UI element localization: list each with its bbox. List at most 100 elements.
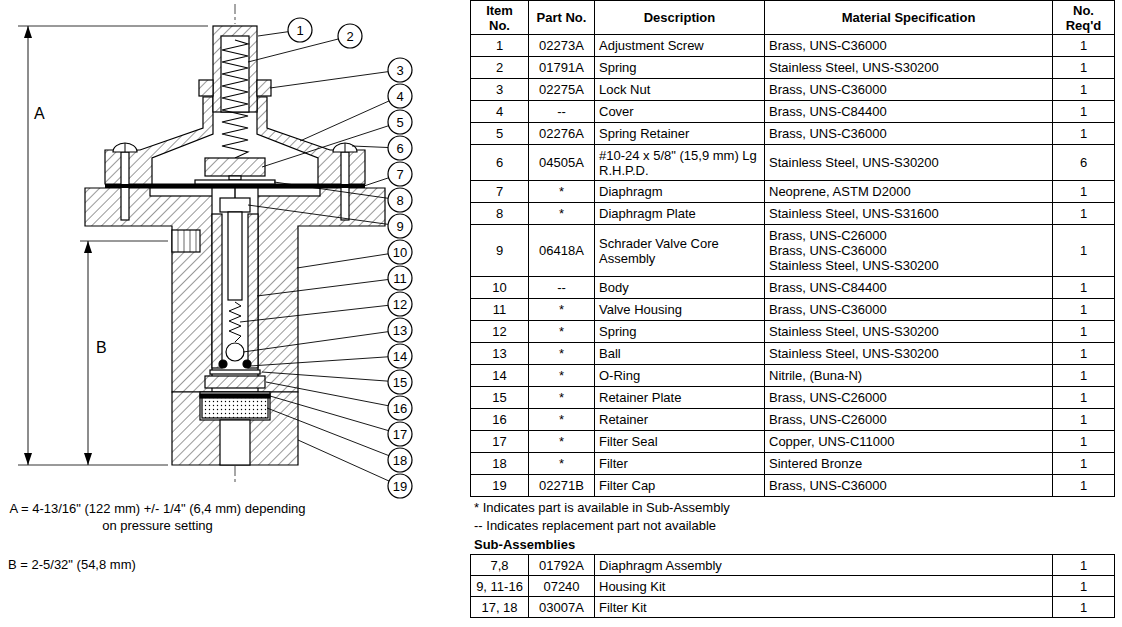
table-cell-text: Copper, UNS-C11000 <box>769 434 895 449</box>
table-cell: 1 <box>1052 452 1115 475</box>
table-cell-text: 1 <box>1080 38 1087 53</box>
callout-anchor: 3 <box>384 58 416 82</box>
table-cell: 15 <box>470 386 529 409</box>
table-cell: 1 <box>1052 386 1115 409</box>
table-cell: Stainless Steel, UNS-S30200 <box>764 342 1053 365</box>
table-cell: #10-24 x 5/8" (15,9 mm) Lg R.H.P.D. <box>594 144 765 181</box>
table-cell: 10 <box>470 276 529 299</box>
table-cell-text: 9, 11-16 <box>476 579 523 594</box>
table-cell-text: 1 <box>496 38 503 53</box>
table-cell-text: Filter Kit <box>599 600 647 615</box>
table-cell: * <box>528 452 595 475</box>
table-cell-text: * <box>559 324 564 339</box>
table-cell-text: 18 <box>492 456 506 471</box>
callout-number: 18 <box>393 453 407 468</box>
callout-number: 5 <box>396 115 403 130</box>
table-cell-text: 1 <box>1080 324 1087 339</box>
table-cell-text: 1 <box>1080 60 1087 75</box>
table-cell-text: O-Ring <box>599 368 640 383</box>
table-cell: 1 <box>1052 430 1115 453</box>
table-cell: Adjustment Screw <box>594 34 765 57</box>
callout-anchor: 17 <box>384 422 416 446</box>
table-cell-text: 1 <box>1080 280 1087 295</box>
callout-anchor: 2 <box>334 24 366 48</box>
callout-anchor: 7 <box>384 162 416 186</box>
callout-anchor: 1 <box>284 18 316 42</box>
table-cell-text: Body <box>599 280 629 295</box>
table-cell-text: * <box>559 302 564 317</box>
table-cell-text: Stainless Steel, UNS-S30200 <box>769 258 939 273</box>
table-cell-text: Spring <box>599 324 637 339</box>
table-cell: 7 <box>470 180 529 203</box>
table-cell-text: 14 <box>492 368 506 383</box>
callout-number: 19 <box>393 479 407 494</box>
table-cell: -- <box>528 100 595 123</box>
table-cell: Sub-Assemblies <box>470 534 1114 554</box>
table-cell-text: * <box>559 456 564 471</box>
table-cell: 01791A <box>528 56 595 79</box>
callout-anchor: 13 <box>384 318 416 342</box>
callout-anchor: 18 <box>384 448 416 472</box>
table-cell-text: 1 <box>1080 412 1087 427</box>
callout-number: 14 <box>393 349 407 364</box>
table-cell-text: 1 <box>1080 600 1087 615</box>
table-cell: Brass, UNS-C26000 <box>764 408 1053 431</box>
table-cell-text: Valve Housing <box>599 302 682 317</box>
table-cell: 7,8 <box>470 554 529 576</box>
table-cell: Filter Cap <box>594 474 765 497</box>
table-cell: Retainer <box>594 408 765 431</box>
table-note: * Indicates part is available in Sub-Ass… <box>474 500 730 515</box>
table-cell: 1 <box>1052 78 1115 101</box>
table-cell-text: 1 <box>1080 434 1087 449</box>
table-cell-text: 6 <box>1080 155 1087 170</box>
table-cell: Retainer Plate <box>594 386 765 409</box>
table-cell: * <box>528 180 595 203</box>
callout-number: 16 <box>393 401 407 416</box>
table-cell: -- <box>528 276 595 299</box>
table-cell-text: -- <box>557 104 566 119</box>
table-cell: 1 <box>1052 554 1115 576</box>
table-cell-text: Housing Kit <box>599 579 665 594</box>
table-cell: 1 <box>1052 100 1115 123</box>
table-cell: * <box>528 202 595 225</box>
table-cell-text: 1 <box>1080 368 1087 383</box>
table-cell-text: 01792A <box>539 558 584 573</box>
table-cell: Copper, UNS-C11000 <box>764 430 1053 453</box>
callout-number: 17 <box>393 427 407 442</box>
table-cell: 1 <box>1052 596 1115 618</box>
table-cell-text: Cover <box>599 104 634 119</box>
section-heading: Sub-Assemblies <box>474 537 575 552</box>
table-cell: 02276A <box>528 122 595 145</box>
table-cell-text: 12 <box>492 324 506 339</box>
table-cell-text: 16 <box>492 412 506 427</box>
callout-anchor: 19 <box>384 474 416 498</box>
callout-anchor: 4 <box>384 84 416 108</box>
table-cell-text: Stainless Steel, UNS-S30200 <box>769 324 939 339</box>
dimension-letter: B <box>96 338 118 358</box>
table-cell-text: 1 <box>1080 206 1087 221</box>
table-cell: 1 <box>1052 202 1115 225</box>
callout-number: 6 <box>396 141 403 156</box>
table-cell-text: 19 <box>492 478 506 493</box>
table-cell: 11 <box>470 298 529 321</box>
callout-anchor: 16 <box>384 396 416 420</box>
table-cell: Ball <box>594 342 765 365</box>
table-cell-text: * <box>559 390 564 405</box>
callout-anchor: 11 <box>384 266 416 290</box>
table-cell-text: 1 <box>1080 104 1087 119</box>
table-cell: 1 <box>1052 408 1115 431</box>
table-cell: 1 <box>1052 180 1115 203</box>
table-cell: 3 <box>470 78 529 101</box>
callout-number: 3 <box>396 63 403 78</box>
table-cell-text: Adjustment Screw <box>599 38 704 53</box>
table-cell-text: 1 <box>1080 579 1087 594</box>
dimension-anchor: B <box>96 338 118 360</box>
table-cell-text: 17, 18 <box>481 600 517 615</box>
table-cell: Stainless Steel, UNS-S30200 <box>764 320 1053 343</box>
table-cell-text: Sintered Bronze <box>769 456 862 471</box>
table-cell-text: 04505A <box>539 155 584 170</box>
table-cell: No. Req'd <box>1052 0 1115 35</box>
callout-number: 11 <box>393 271 407 286</box>
table-cell-text: 1 <box>1080 346 1087 361</box>
table-cell-text: * <box>559 412 564 427</box>
